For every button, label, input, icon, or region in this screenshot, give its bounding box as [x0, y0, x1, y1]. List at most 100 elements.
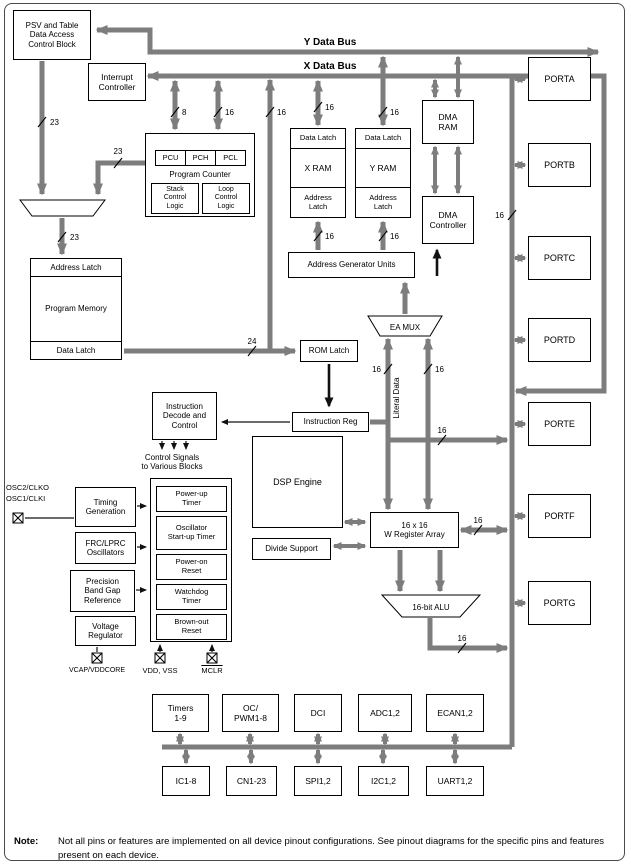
footnote-label: Note:: [14, 836, 39, 847]
watchdog-timer-block: Watchdog Timer: [156, 584, 227, 610]
yram-group: Data Latch Y RAM Address Latch: [355, 128, 411, 218]
stack-control-logic-block: Stack Control Logic: [151, 183, 199, 214]
psv-control-block: PSV and Table Data Access Control Block: [13, 10, 91, 60]
adc-block: ADC1,2: [358, 694, 412, 732]
dma-controller-block: DMA Controller: [422, 196, 474, 244]
interrupt-controller-block: Interrupt Controller: [88, 63, 146, 101]
porte-block: PORTE: [528, 402, 591, 446]
rom-latch-block: ROM Latch: [300, 340, 358, 362]
ic-block: IC1-8: [162, 766, 210, 796]
spi-block: SPI1,2: [294, 766, 342, 796]
portc-block: PORTC: [528, 236, 591, 280]
timing-generation-block: Timing Generation: [75, 487, 136, 527]
y-data-bus-label: Y Data Bus: [303, 37, 357, 48]
width-tick: [383, 363, 393, 375]
alu-label: 16-bit ALU: [412, 603, 450, 612]
width-tick: [423, 363, 433, 375]
alu-shape: [380, 594, 482, 618]
width-tick: [313, 230, 323, 242]
osc-startup-timer-block: Oscillator Start-up Timer: [156, 516, 227, 550]
xram-data-latch: Data Latch: [291, 129, 345, 149]
xram-label: X RAM: [304, 162, 332, 173]
footnote-text: Not all pins or features are implemented…: [58, 836, 605, 861]
alu-out-bus: [427, 618, 509, 653]
portf-block: PORTF: [528, 494, 591, 538]
brown-out-reset-block: Brown-out Reset: [156, 614, 227, 640]
width-tick: [213, 106, 223, 118]
vdd-pin-icon: [154, 652, 166, 664]
xram-address-latch: Address Latch: [291, 187, 345, 217]
bus-width-label: 8: [182, 108, 187, 117]
bus-width-label: 16: [495, 211, 504, 220]
bus-width-label: 16: [390, 232, 399, 241]
width-tick: [457, 642, 467, 654]
dsp-engine-block: DSP Engine: [252, 436, 343, 528]
osc2-clko-label: OSC2/CLKO: [6, 482, 49, 492]
bus-width-label: 16: [438, 426, 447, 435]
yram-label: Y RAM: [369, 162, 397, 173]
instruction-decode-block: Instruction Decode and Control: [152, 392, 217, 440]
uart-block: UART1,2: [426, 766, 484, 796]
bus-width-label: 16: [372, 365, 381, 374]
osc-pin-icon: [12, 512, 24, 524]
vcap-pin-icon: [91, 652, 103, 664]
width-tick: [507, 209, 517, 221]
dma-ram-block: DMA RAM: [422, 100, 474, 144]
band-gap-block: Precision Band Gap Reference: [70, 570, 135, 612]
bus-width-label: 24: [248, 337, 257, 346]
width-tick: [113, 157, 123, 169]
power-up-timer-block: Power-up Timer: [156, 486, 227, 512]
literal-data-label: Literal Data: [392, 377, 401, 418]
bus-width-label: 16: [225, 108, 234, 117]
address-generator-units-block: Address Generator Units: [288, 252, 415, 278]
width-tick: [170, 106, 180, 118]
pcu-cell: PCU: [155, 150, 186, 166]
width-tick: [473, 524, 483, 536]
w-register-array-block: 16 x 16 W Register Array: [370, 512, 459, 548]
bus-width-ticks: [37, 101, 517, 654]
bus-width-label: 16: [390, 108, 399, 117]
oc-pwm-block: OC/ PWM1-8: [222, 694, 279, 732]
bus-width-label: 23: [50, 118, 59, 127]
width-tick: [57, 231, 67, 243]
mclr-pin-icon: [206, 652, 218, 664]
program-memory-group: Address Latch Program Memory Data Latch: [30, 258, 122, 360]
width-tick: [265, 106, 275, 118]
bus-width-label: 16: [325, 232, 334, 241]
width-tick: [313, 101, 323, 113]
cn-block: CN1-23: [226, 766, 277, 796]
voltage-regulator-block: Voltage Regulator: [75, 616, 136, 646]
ea-mux-shape: [367, 315, 443, 337]
instruction-reg-block: Instruction Reg: [292, 412, 369, 432]
y-data-bus-line: [95, 25, 600, 57]
width-tick: [247, 345, 257, 357]
power-on-reset-block: Power-on Reset: [156, 554, 227, 580]
pch-cell: PCH: [185, 150, 216, 166]
control-signals-label: Control Signals to Various Blocks: [141, 452, 203, 471]
bus-width-label: 16: [277, 108, 286, 117]
i2c-block: I2C1,2: [358, 766, 409, 796]
pc-mux-bus: [93, 160, 147, 196]
portb-block: PORTB: [528, 143, 591, 187]
bus-width-label: 16: [435, 365, 444, 374]
mclr-label: MCLR: [201, 665, 223, 675]
ecan-block: ECAN1,2: [426, 694, 484, 732]
diagram-border: [4, 3, 625, 861]
program-counter-label: Program Counter: [169, 169, 231, 179]
frc-lprc-block: FRC/LPRC Oscillators: [75, 532, 136, 564]
bus-width-label: 23: [114, 147, 123, 156]
x-data-bus-line: [146, 71, 607, 396]
reset-group: Power-up Timer Oscillator Start-up Timer…: [150, 478, 232, 642]
dci-block: DCI: [294, 694, 342, 732]
timers-block: Timers 1-9: [152, 694, 209, 732]
porta-block: PORTA: [528, 57, 591, 101]
width-tick: [437, 434, 447, 446]
x-data-bus-label: X Data Bus: [303, 61, 357, 72]
bus-width-label: 16: [474, 516, 483, 525]
yram-address-latch: Address Latch: [356, 187, 410, 217]
pc-mux-shape: [19, 199, 106, 217]
vdd-vss-label: VDD, VSS: [142, 665, 178, 675]
bus-width-label: 23: [70, 233, 79, 242]
